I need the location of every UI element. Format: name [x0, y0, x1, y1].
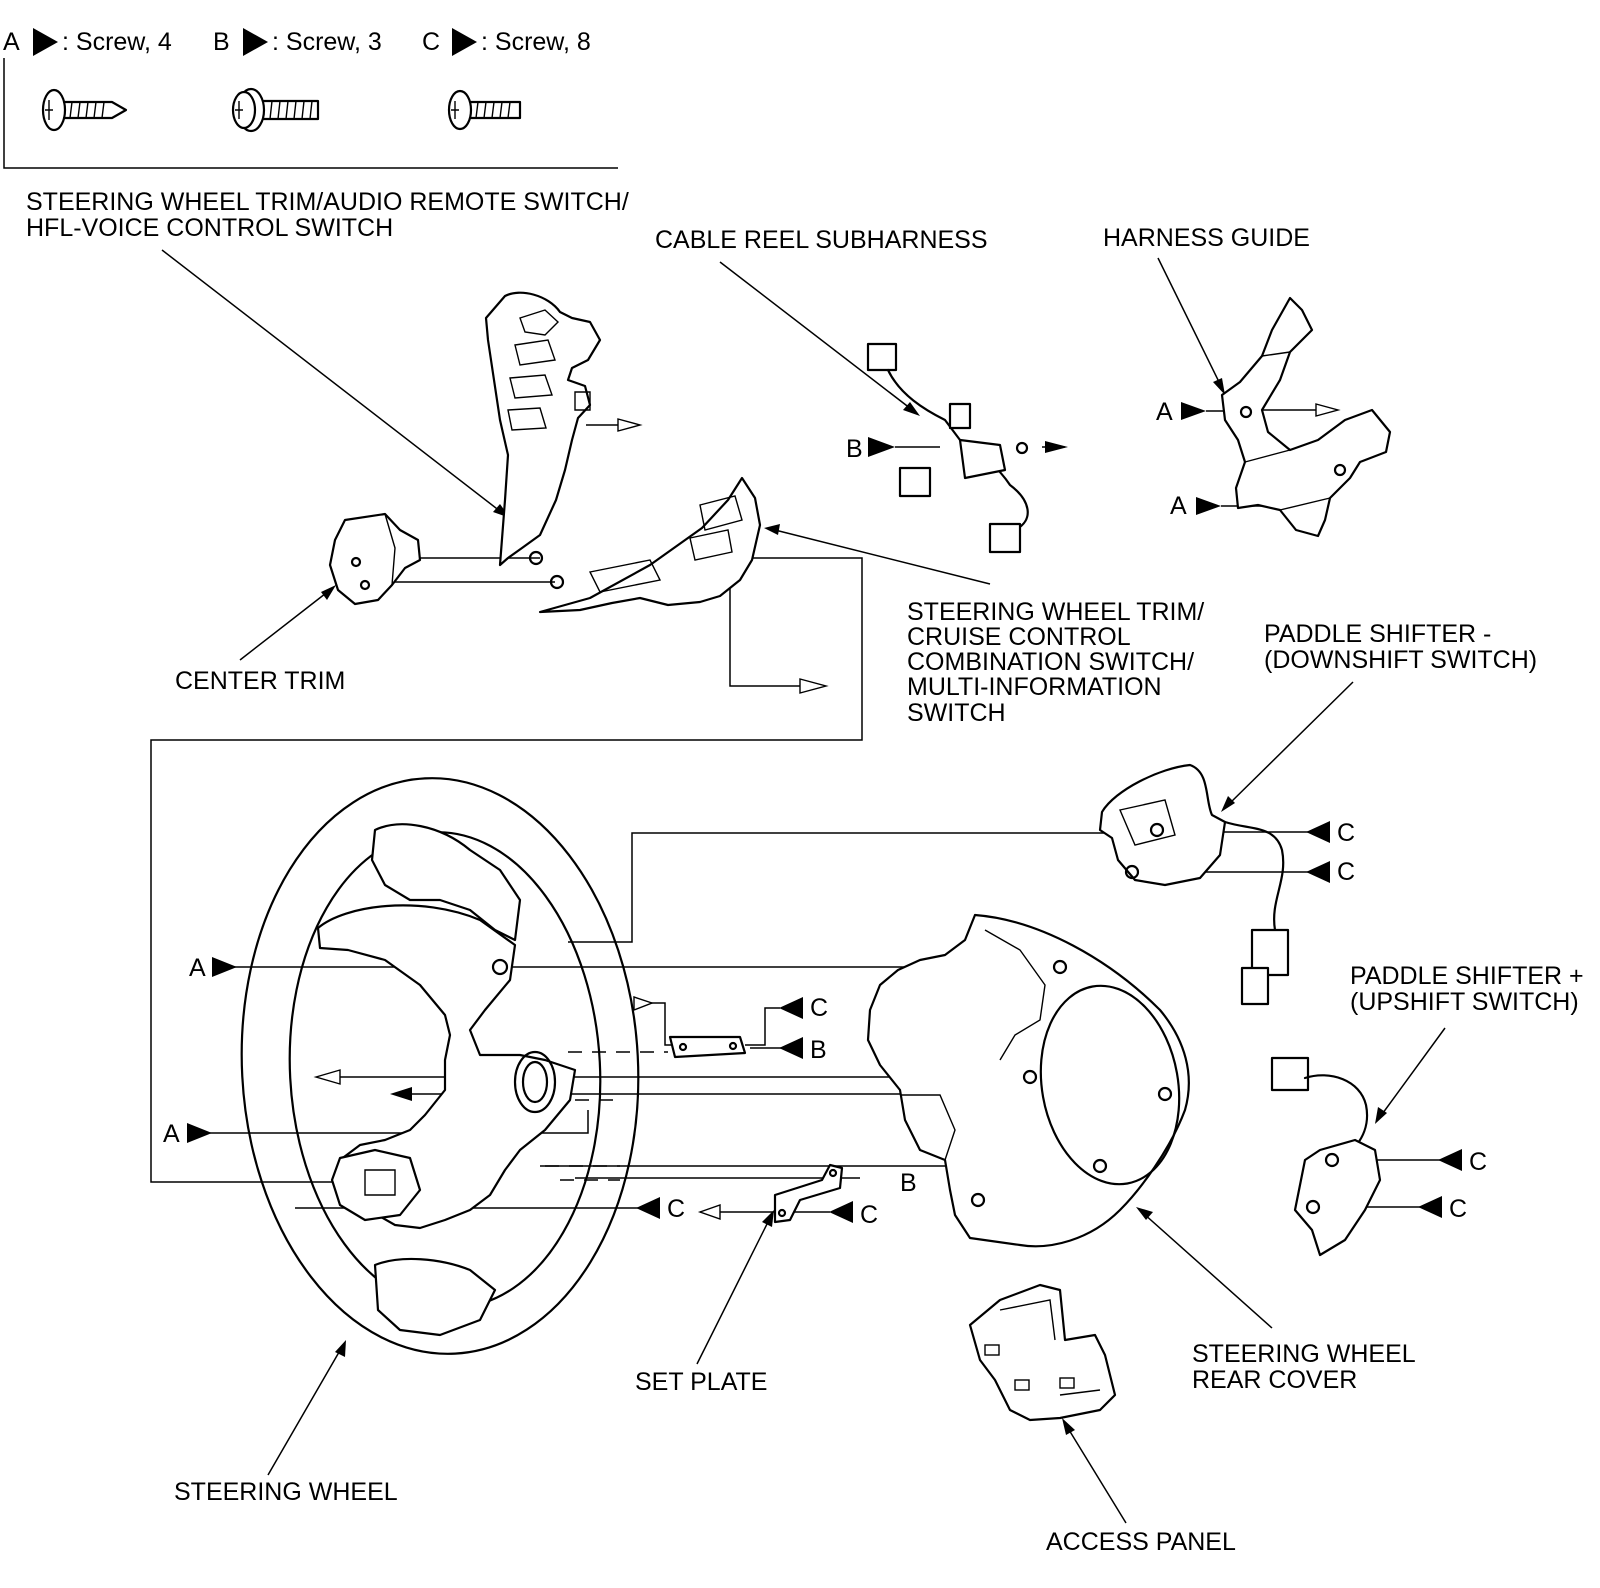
label-paddle-up-line1: PADDLE SHIFTER + [1350, 962, 1584, 990]
ref-b-cable-reel: B [846, 435, 863, 463]
ref-a-wheel-top-arrow-icon [212, 957, 237, 977]
legend-text-a: : Screw, 4 [62, 28, 172, 56]
label-access-panel: ACCESS PANEL [1046, 1528, 1236, 1556]
leader-arrow-center-trim-icon [321, 585, 336, 600]
ref-c-bracket-arrow-icon [779, 997, 803, 1019]
ref-b-bracket-arrow-icon [779, 1037, 803, 1059]
screw-legend: A : Screw, 4 B : Screw, 3 C : Screw, 8 [3, 28, 618, 169]
legend-frame [3, 58, 618, 169]
legend-arrow-c-icon [452, 28, 477, 56]
ref-a-wheel-bottom-arrow-icon [187, 1123, 212, 1143]
ref-c-set-plate: C [860, 1201, 878, 1229]
legend-text-b: : Screw, 3 [272, 28, 382, 56]
leader-steering-wheel [267, 1346, 343, 1476]
label-cable-reel-subharness: CABLE REEL SUBHARNESS [655, 226, 988, 254]
leader-arrow-harness-guide-icon [1213, 378, 1225, 395]
legend-letter-b: B [213, 28, 230, 56]
label-paddle-down-line2: (DOWNSHIFT SWITCH) [1264, 646, 1537, 674]
steering-wheel-rear-cover-part [866, 913, 1190, 1248]
ref-c-paddle-down-bottom: C [1337, 858, 1355, 886]
ref-a-wheel-top: A [189, 954, 206, 982]
leader-arrow-steering-wheel-icon [335, 1340, 346, 1357]
screw-reference-markers: B A A C C A A C B C C B C C [163, 398, 1487, 1229]
ref-c-bracket: C [810, 994, 828, 1022]
label-audio-trim-line2: HFL-VOICE CONTROL SWITCH [26, 214, 393, 242]
audio-remote-switch-trim-part [484, 291, 602, 567]
ref-c-paddle-up-bottom: C [1449, 1195, 1467, 1223]
leader-harness-guide [1157, 257, 1223, 389]
legend-letter-c: C [422, 28, 440, 56]
leader-lines [161, 249, 1446, 1524]
ref-c-paddle-up-top: C [1469, 1148, 1487, 1176]
ref-c-paddle-down-top-arrow-icon [1306, 821, 1330, 843]
leader-arrow-set-plate-icon [762, 1210, 774, 1227]
label-cruise-trim-line4: MULTI-INFORMATION [907, 673, 1162, 701]
steering-wheel-part [240, 777, 640, 1355]
leader-access-panel [1065, 1424, 1127, 1524]
legend-text-c: : Screw, 8 [481, 28, 591, 56]
label-cruise-trim-line1: STEERING WHEEL TRIM/ [907, 598, 1204, 626]
label-rear-cover-line2: REAR COVER [1192, 1366, 1357, 1394]
screw-a-icon [41, 88, 128, 132]
ref-c-wheel-paddle-bottom: C [667, 1195, 685, 1223]
ref-a-harness-guide-top: A [1156, 398, 1173, 426]
label-paddle-up-line2: (UPSHIFT SWITCH) [1350, 988, 1579, 1016]
screw-c-icon [447, 89, 522, 131]
leader-arrow-paddle-up-icon [1375, 1107, 1387, 1124]
leader-center-trim [239, 589, 331, 661]
ref-c-paddle-down-bottom-arrow-icon [1306, 861, 1330, 883]
part-labels: STEERING WHEEL TRIM/AUDIO REMOTE SWITCH/… [26, 188, 1584, 1556]
ref-b-cable-reel-arrow-icon [868, 437, 895, 457]
legend-letter-a: A [3, 28, 20, 56]
leader-set-plate [696, 1217, 771, 1365]
ref-a-wheel-bottom: A [163, 1120, 180, 1148]
ref-c-paddle-up-bottom-arrow-icon [1418, 1196, 1442, 1218]
label-cruise-trim-line2: CRUISE CONTROL [907, 623, 1131, 651]
label-steering-wheel: STEERING WHEEL [174, 1478, 398, 1506]
cable-reel-subharness-part [866, 342, 1029, 554]
leader-audio-trim [161, 249, 506, 516]
ref-b-bracket: B [810, 1036, 827, 1064]
leader-arrow-access-panel-icon [1062, 1418, 1075, 1435]
ref-c-paddle-down-top: C [1337, 819, 1355, 847]
label-set-plate: SET PLATE [635, 1368, 767, 1396]
ref-c-set-plate-arrow-icon [829, 1201, 853, 1223]
bracket-part [668, 1035, 747, 1059]
leader-arrow-cruise-trim-icon [764, 524, 780, 535]
cruise-control-trim-part [538, 476, 762, 614]
leader-cruise-trim [774, 529, 991, 585]
label-cruise-trim-line3: COMBINATION SWITCH/ [907, 648, 1194, 676]
label-paddle-down-line1: PADDLE SHIFTER - [1264, 620, 1491, 648]
label-audio-trim-line1: STEERING WHEEL TRIM/AUDIO REMOTE SWITCH/ [26, 188, 629, 216]
leader-paddle-down [1226, 681, 1354, 807]
legend-arrow-b-icon [243, 28, 268, 56]
set-plate-part [773, 1163, 844, 1224]
paddle-shifter-upshift-part [1270, 1056, 1382, 1257]
leader-arrow-paddle-down-icon [1221, 796, 1235, 812]
leader-arrow-cable-reel-icon [903, 402, 920, 416]
leader-rear-cover [1142, 1212, 1273, 1329]
label-harness-guide: HARNESS GUIDE [1103, 224, 1310, 252]
legend-arrow-a-icon [33, 28, 58, 56]
label-center-trim: CENTER TRIM [175, 667, 345, 695]
center-trim-part [328, 512, 422, 606]
label-cruise-trim-line5: SWITCH [907, 699, 1006, 727]
leader-cable-reel [719, 261, 916, 413]
ref-b-set-plate: B [900, 1169, 917, 1197]
ref-a-harness-guide-bottom: A [1170, 492, 1187, 520]
screw-b-icon [231, 87, 320, 133]
access-panel-part [968, 1283, 1117, 1422]
paddle-shifter-downshift-part [1098, 763, 1290, 1006]
leader-paddle-up [1379, 1027, 1446, 1118]
label-rear-cover-line1: STEERING WHEEL [1192, 1340, 1416, 1368]
harness-guide-part [1220, 296, 1392, 538]
leader-arrow-rear-cover-icon [1136, 1207, 1153, 1220]
ref-c-wheel-paddle-bottom-arrow-icon [636, 1197, 660, 1219]
ref-c-paddle-up-top-arrow-icon [1438, 1149, 1462, 1171]
ref-a-harness-top-arrow-icon [1181, 402, 1206, 420]
ref-a-harness-bottom-arrow-icon [1196, 497, 1221, 515]
